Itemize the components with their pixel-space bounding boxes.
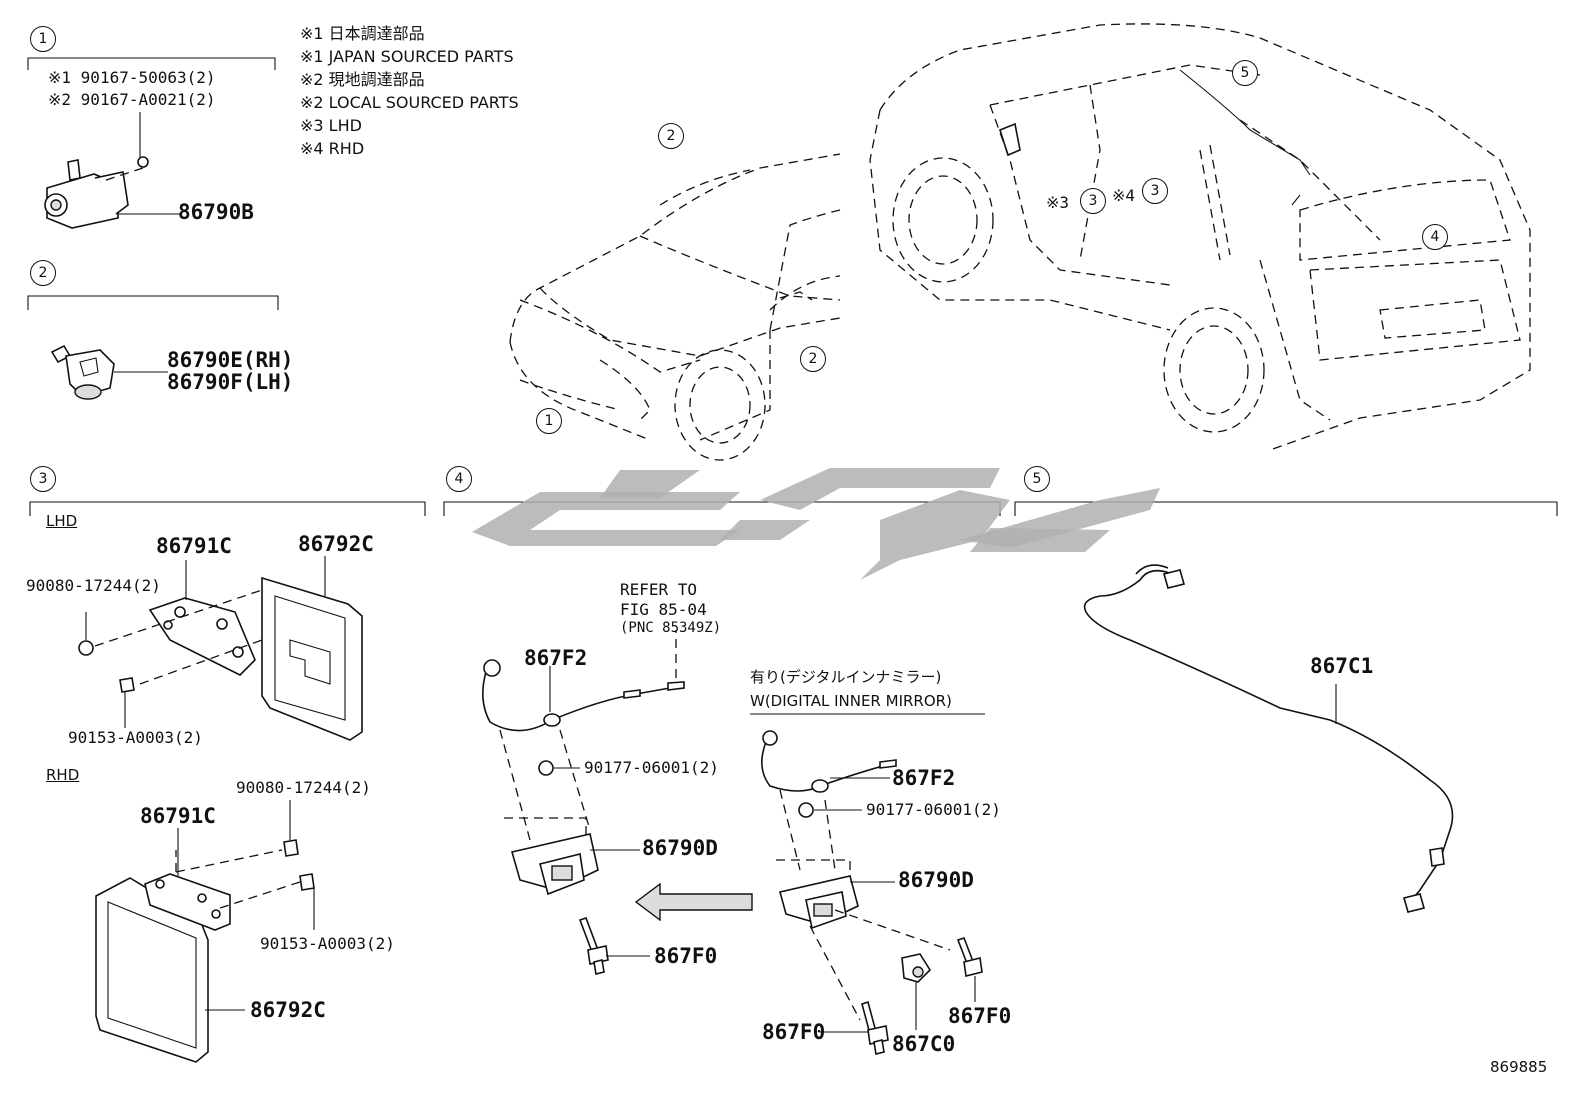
camera-86790d-right [779, 875, 859, 930]
rhd-bracket-86791c [144, 873, 231, 931]
rear-note-lhd: ※3 [1046, 193, 1070, 212]
note-1: ※1 日本調達部品 [300, 24, 425, 43]
section-4 [443, 501, 1001, 1055]
camera-86790d-left [510, 833, 599, 896]
side-camera-86790ef [50, 344, 115, 400]
part-86790b: 86790B [178, 200, 254, 224]
figure-number: 869885 [1490, 1058, 1548, 1076]
lhd-part-90080-17244: 90080-17244(2) [26, 576, 161, 595]
cover-867c0 [901, 953, 932, 983]
part-867c1: 867C1 [1310, 654, 1374, 678]
refer-to-line3: (PNC 85349Z) [620, 620, 722, 636]
digital-mirror-en: W(DIGITAL INNER MIRROR) [750, 692, 952, 710]
note-6: ※4 RHD [300, 139, 365, 158]
back-camera-86790b [44, 156, 149, 229]
ref-90167-a0021: ※2 90167-A0021(2) [48, 90, 216, 109]
right-part-867f0-a: 867F0 [948, 1004, 1012, 1028]
nut-90177-left [538, 760, 554, 776]
rhd-part-90080-17244: 90080-17244(2) [236, 778, 371, 797]
rear-callout-3-rhd: 3 [1142, 178, 1168, 204]
rhd-bolt [299, 873, 315, 891]
note-4: ※2 LOCAL SOURCED PARTS [300, 93, 519, 112]
right-part-867f0-b: 867F0 [762, 1020, 826, 1044]
ref-90167-50063: ※1 90167-50063(2) [48, 68, 216, 87]
rhd-part-86792c: 86792C [250, 998, 326, 1022]
rear-callout-3-lhd: 3 [1080, 188, 1106, 214]
section-5-marker: 5 [1024, 466, 1050, 492]
bolt-867f0-left [578, 916, 609, 975]
right-part-86790d: 86790D [898, 868, 974, 892]
left-part-90177-06001: 90177-06001(2) [584, 758, 719, 777]
arrow-icon [634, 882, 753, 922]
cable-867f2-left [482, 630, 685, 732]
lhd-bracket-86791c [148, 597, 256, 676]
front-callout-2-top: 2 [658, 123, 684, 149]
rear-callout-4: 4 [1422, 224, 1448, 250]
cable-867f2-right [761, 730, 897, 793]
part-86790f-lh: 86790F(LH) [167, 370, 294, 394]
notes-list: ※1 日本調達部品 ※1 JAPAN SOURCED PARTS ※2 現地調達… [300, 22, 519, 160]
lhd-bolt [119, 677, 135, 693]
bolt-867f0-right-a [956, 936, 983, 977]
section-3-marker: 3 [30, 466, 56, 492]
left-part-86790d: 86790D [642, 836, 718, 860]
right-part-867c0: 867C0 [892, 1032, 956, 1056]
right-part-867f2: 867F2 [892, 766, 956, 790]
note-5: ※3 LHD [300, 116, 362, 135]
lhd-part-86791c: 86791C [156, 534, 232, 558]
section-1-marker: 1 [30, 26, 56, 52]
left-part-867f2: 867F2 [524, 646, 588, 670]
digital-mirror-jp: 有り(デジタルインナミラー) [750, 668, 942, 686]
rhd-nut [283, 839, 299, 857]
watermark-logo [472, 468, 1160, 580]
section-3 [29, 501, 426, 1063]
left-part-867f0: 867F0 [654, 944, 718, 968]
front-callout-1: 1 [536, 408, 562, 434]
label-lhd: LHD [46, 512, 78, 530]
nut-90177-right [798, 802, 814, 818]
section-4-marker: 4 [446, 466, 472, 492]
lhd-ecu-86792c [261, 576, 363, 741]
rear-callout-5: 5 [1232, 60, 1258, 86]
rear-note-rhd: ※4 [1112, 186, 1136, 205]
rhd-part-90153-a0003: 90153-A0003(2) [260, 934, 395, 953]
section-2-marker: 2 [30, 260, 56, 286]
front-callout-2-mirror: 2 [800, 346, 826, 372]
lhd-part-86792c: 86792C [298, 532, 374, 556]
rhd-part-86791c: 86791C [140, 804, 216, 828]
lhd-nut [78, 640, 94, 656]
label-rhd: RHD [46, 766, 80, 784]
section-1 [27, 57, 276, 229]
bolt-867f0-right-b [861, 1000, 889, 1055]
section-2 [27, 295, 279, 400]
note-3: ※2 現地調達部品 [300, 70, 425, 89]
front-car [509, 153, 841, 461]
note-2: ※1 JAPAN SOURCED PARTS [300, 47, 514, 66]
part-86790e-rh: 86790E(RH) [167, 348, 294, 372]
lhd-part-90153-a0003: 90153-A0003(2) [68, 728, 203, 747]
section-5 [1014, 501, 1558, 913]
refer-to-line1: REFER TO [620, 580, 698, 599]
cable-867c1 [1083, 564, 1454, 913]
refer-to-line2: FIG 85-04 [620, 600, 707, 619]
right-part-90177-06001: 90177-06001(2) [866, 800, 1001, 819]
rear-car [869, 23, 1531, 451]
